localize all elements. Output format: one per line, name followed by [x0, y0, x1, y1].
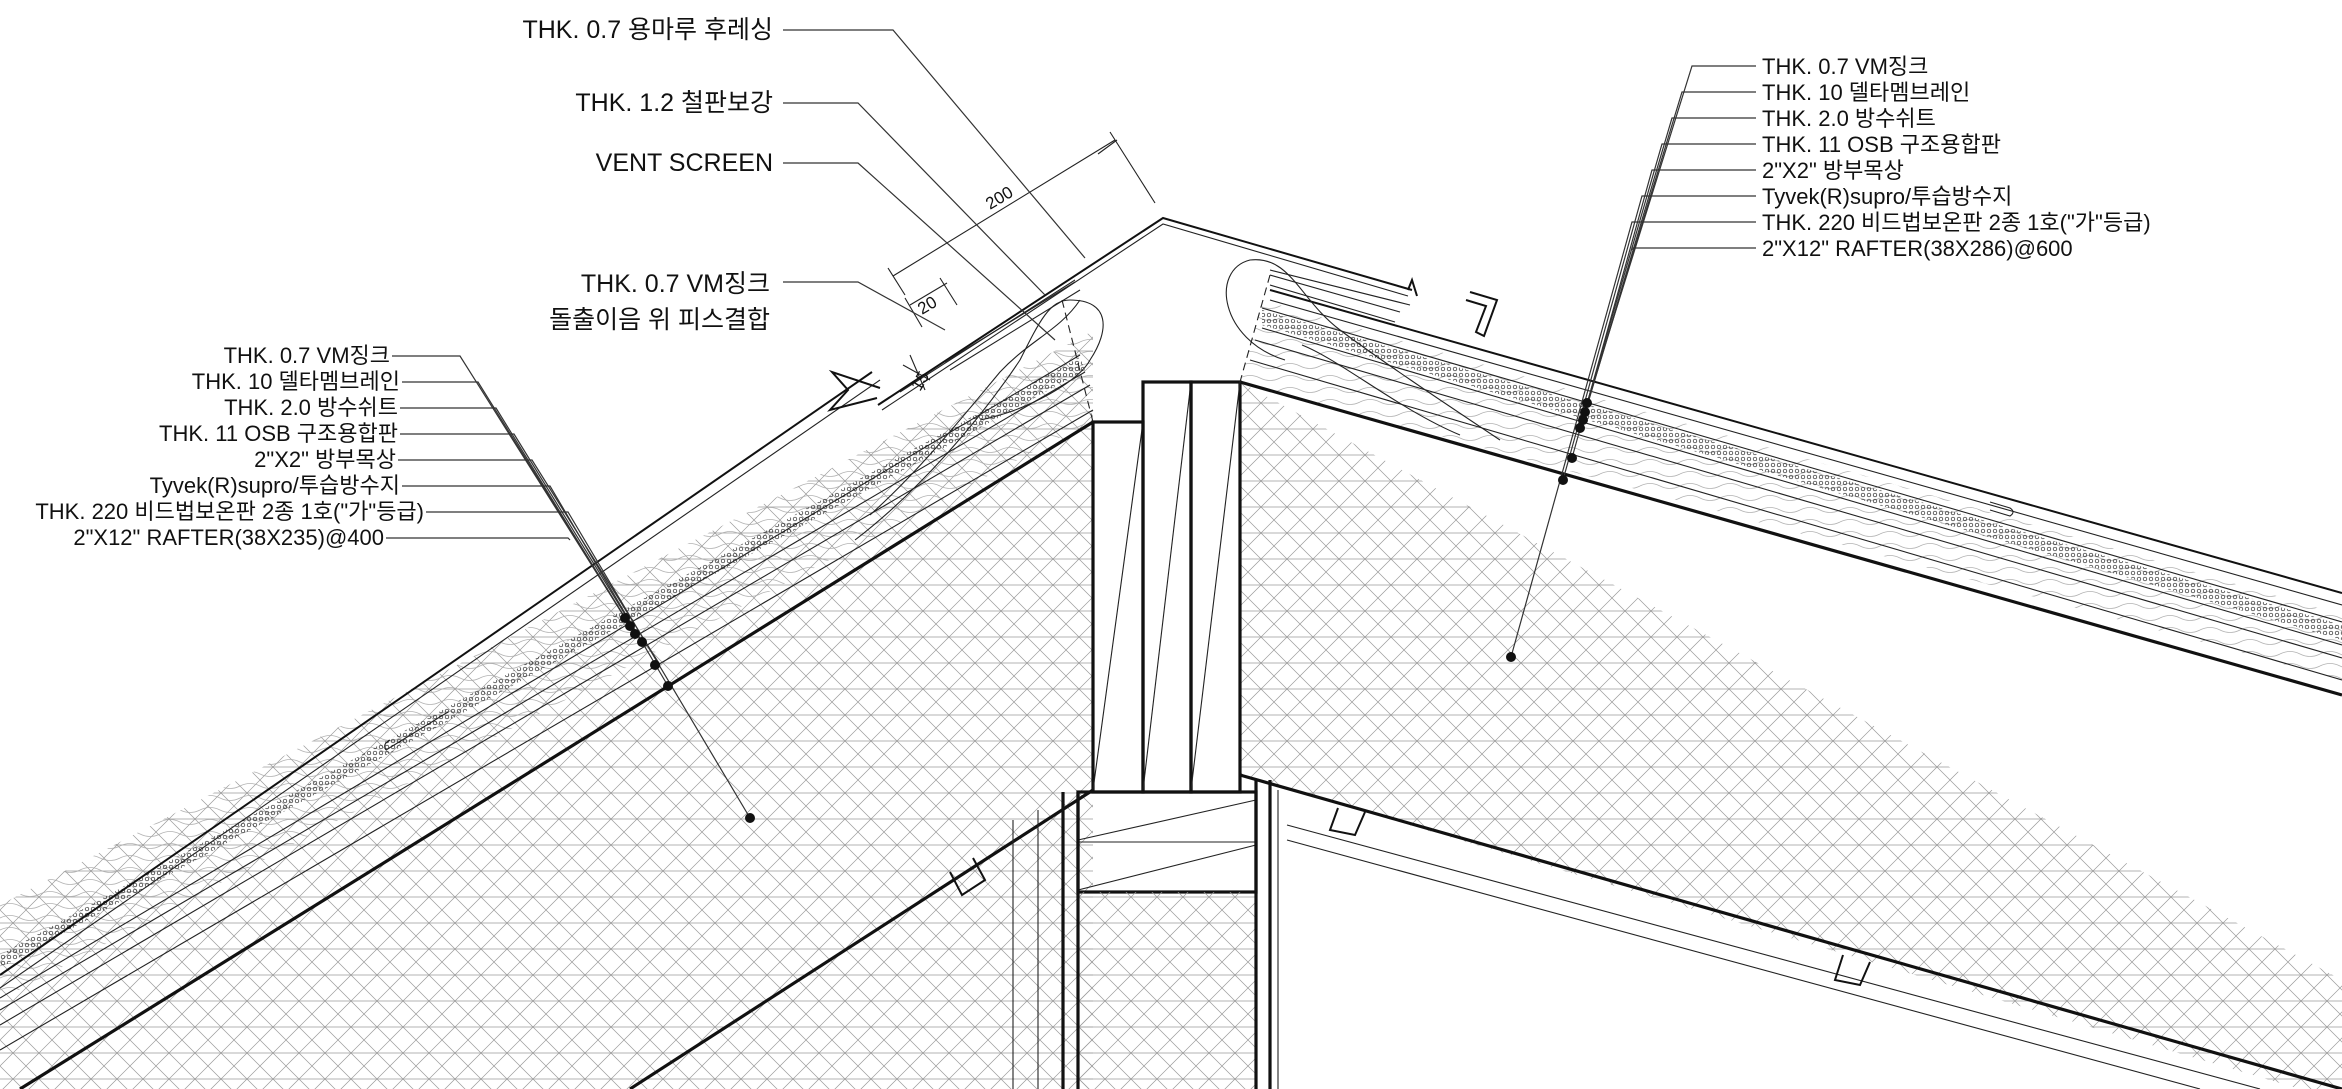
- left-layer-3: THK. 11 OSB 구조용합판: [159, 421, 398, 446]
- right-insulation-fill: [1240, 382, 2342, 1089]
- right-airflow-curve: [1225, 259, 1501, 441]
- ridge-beam-left-diag: [1092, 421, 1144, 791]
- right-layer-7: 2"X12" RAFTER(38X286)@600: [1762, 236, 2073, 261]
- vent-cutout-right: [1269, 274, 1401, 323]
- ridge-flashing: [877, 216, 1418, 423]
- left-rafter-top-line: [19, 420, 1094, 1089]
- left-layer-0: THK. 0.7 VM징크: [224, 343, 390, 368]
- right-layer-3: THK. 11 OSB 구조용합판: [1762, 132, 2001, 157]
- right-ceiling-line: [1286, 824, 2261, 1089]
- left-membrane-bottom-line: [0, 371, 1086, 1011]
- left-layer-1: THK. 10 델타멤브레인: [192, 369, 400, 394]
- right-layer-5: Tyvek(R)supro/투습방수지: [1762, 184, 2012, 209]
- left-airflow-curve-2: [869, 299, 1081, 516]
- right-airflow-curve-2: [1301, 344, 1461, 436]
- left-ceiling-line: [629, 788, 1094, 1089]
- left-batten-line: [0, 409, 1094, 1051]
- right-layer-4: 2"X2" 방부목상: [1762, 158, 1904, 183]
- left-membrane-beads: [0, 357, 1085, 968]
- right-strap-symbol-1: [1328, 807, 1366, 837]
- left-layer-2: THK. 2.0 방수쉬트: [224, 395, 398, 420]
- right-ceiling-line-2: [1286, 839, 2201, 1089]
- dim-flashing-length: 200: [982, 183, 1016, 214]
- callout-cap-line1: THK. 0.7 VM징크: [581, 270, 770, 298]
- callout-steel-plate: THK. 1.2 철판보강: [575, 89, 773, 117]
- left-airflow-arrow-icon: [827, 369, 881, 412]
- dimension-lines: 200 20 15: [887, 131, 1156, 394]
- ridge-beam-mid-diag: [1142, 381, 1192, 791]
- callout-vent-screen: VENT SCREEN: [596, 149, 773, 177]
- right-membrane-bottom-line: [1261, 327, 2342, 646]
- right-rafter-bottom-line: [1239, 773, 2342, 1089]
- left-membrane-top-line: [0, 354, 1081, 999]
- left-layer-4: 2"X2" 방부목상: [254, 447, 396, 472]
- right-slope-dash: [1239, 274, 1271, 383]
- right-zinc-under-line: [1269, 299, 2342, 606]
- ridge-beam-right-diag: [1190, 381, 1241, 791]
- ridge-cap-lip-right: [1407, 277, 1418, 297]
- ridge-block-diag-1: [1077, 799, 1257, 841]
- callout-ridge-flashing: THK. 0.7 용마루 후레싱: [522, 16, 773, 44]
- airflow-arrows: [827, 259, 1501, 541]
- left-osb-line: [0, 384, 1091, 1026]
- steel-plate-right: [1269, 269, 1411, 306]
- right-membrane-top-line: [1261, 307, 2342, 623]
- ridge-post: [1012, 380, 1279, 1089]
- right-layer-2: THK. 2.0 방수쉬트: [1762, 106, 1936, 131]
- left-roof-assembly: [0, 331, 1094, 1089]
- callout-cap-line2: 돌출이음 위 피스결합: [549, 306, 770, 334]
- ridge-cap-flashing: [877, 216, 1413, 406]
- right-roof-assembly: [1239, 289, 2342, 1089]
- right-flash-hook: [1989, 501, 2014, 517]
- right-strap-symbol-2: [1833, 954, 1871, 987]
- right-layer-6: THK. 220 비드법보온판 2종 1호("가"등급): [1762, 210, 2151, 235]
- ridge-cap-inner: [881, 223, 1409, 411]
- right-batten-line: [1249, 359, 2342, 681]
- right-rafter-top-line: [1239, 380, 2342, 697]
- left-layer-5: Tyvek(R)supro/투습방수지: [150, 473, 400, 498]
- right-osb-line: [1254, 339, 2342, 659]
- right-layer-0: THK. 0.7 VM징크: [1762, 54, 1928, 79]
- left-zinc-top-line: [0, 371, 873, 976]
- left-strap-symbol: [949, 857, 987, 897]
- right-membrane-beads: [1262, 310, 2342, 640]
- left-airflow-curve: [854, 299, 1104, 541]
- right-layer-1: THK. 10 델타멤브레인: [1762, 80, 1970, 105]
- left-flash-hook: [384, 711, 449, 751]
- ridge-callouts: THK. 0.7 용마루 후레싱 THK. 1.2 철판보강 VENT SCRE…: [522, 16, 1086, 341]
- left-zinc-under-line: [0, 379, 881, 989]
- left-layer-7: 2"X12" RAFTER(38X235)@400: [73, 525, 384, 550]
- left-slope-dash: [1061, 299, 1094, 423]
- ridge-block-diag-3: [1077, 844, 1257, 891]
- left-layer-6: THK. 220 비드법보온판 2종 1호("가"등급): [35, 499, 424, 524]
- right-layer-labels: THK. 0.7 VM징크 THK. 10 델타멤브레인 THK. 2.0 방수…: [1506, 54, 2151, 662]
- right-airflow-arrow-icon: [1465, 291, 1499, 338]
- steel-plate-left: [899, 279, 1076, 393]
- left-layer-labels: THK. 0.7 VM징크 THK. 10 델타멤브레인 THK. 2.0 방수…: [35, 343, 755, 823]
- wall-insulation: [1078, 892, 1256, 1089]
- right-zinc-top-line: [1269, 289, 2342, 594]
